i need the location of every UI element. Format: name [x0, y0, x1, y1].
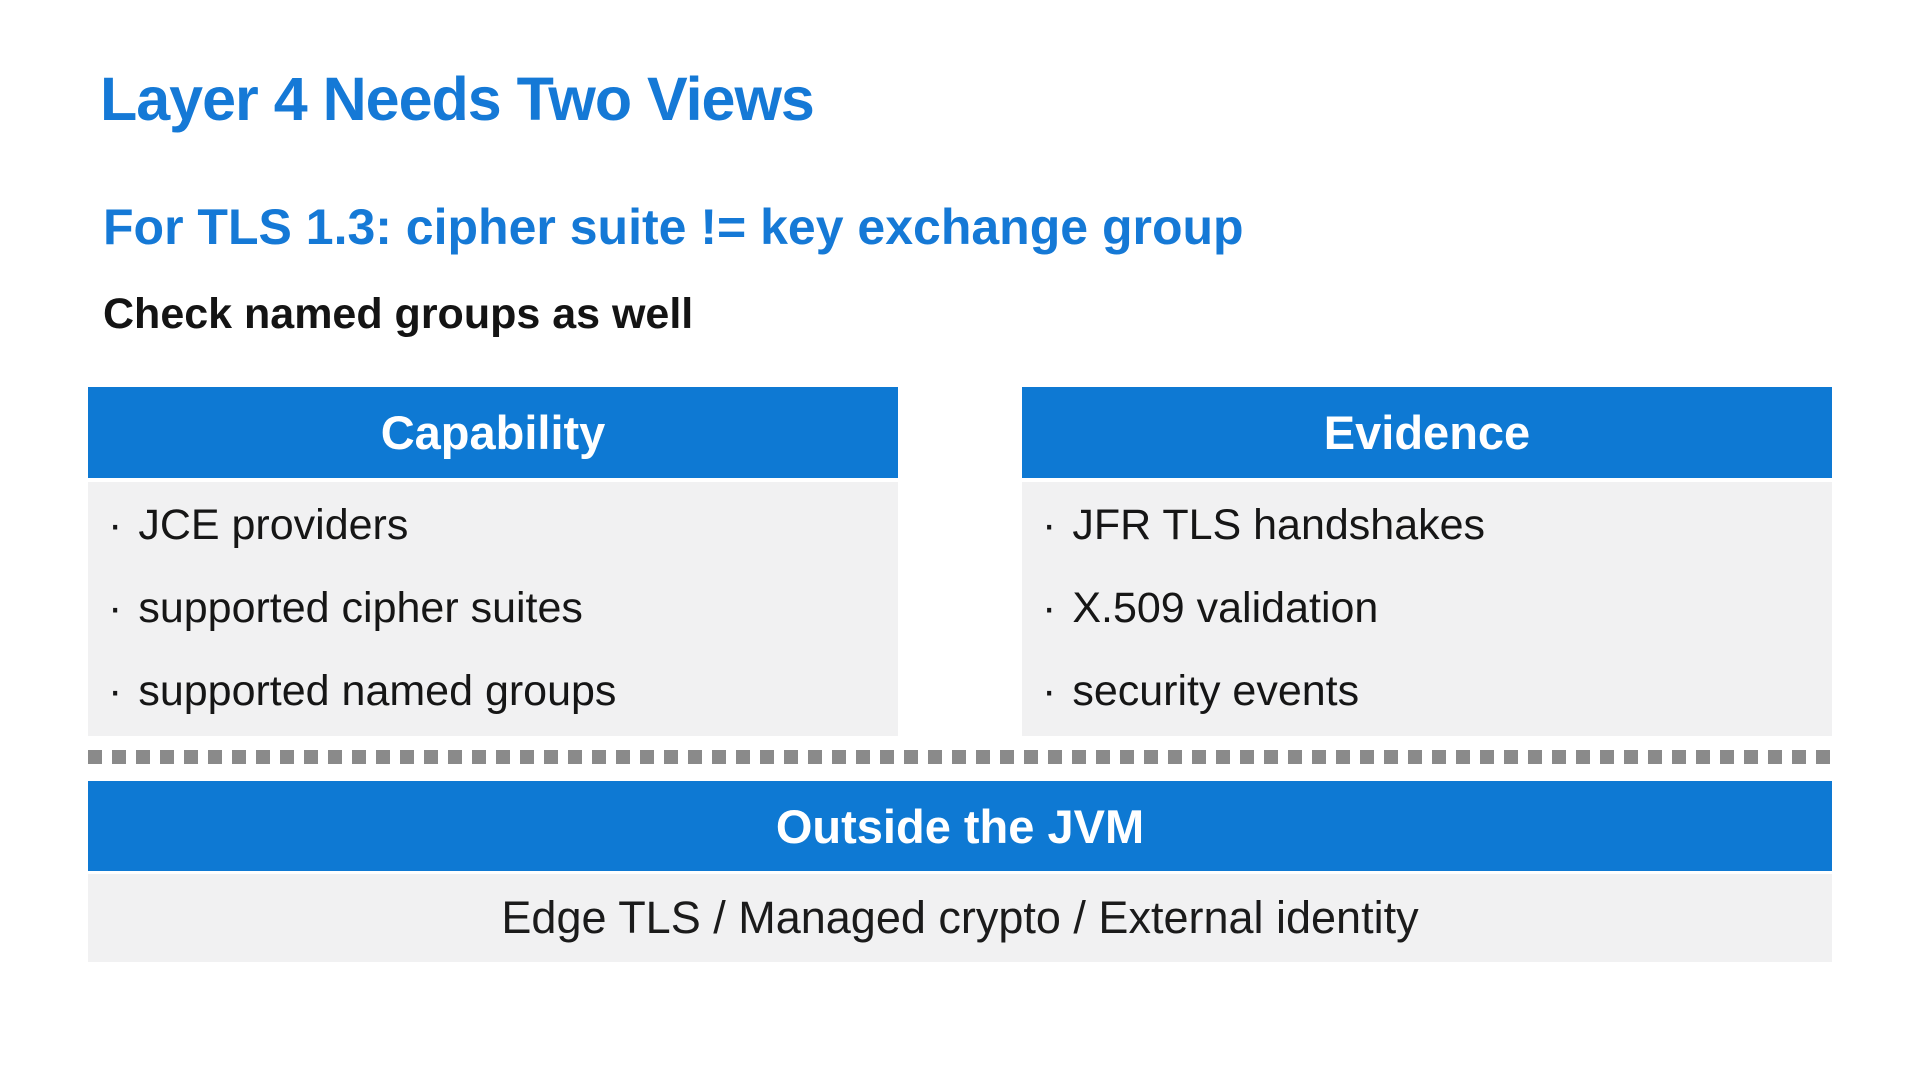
slide-note: Check named groups as well — [103, 290, 694, 338]
bullet-dot-icon: · — [108, 584, 123, 632]
two-views-columns: Capability · JCE providers · supported c… — [88, 387, 1832, 736]
list-item-label: X.509 validation — [1072, 584, 1379, 632]
list-item: · supported named groups — [88, 650, 898, 733]
list-item-label: JFR TLS handshakes — [1072, 501, 1486, 549]
bullet-dot-icon: · — [1042, 501, 1057, 549]
bullet-dot-icon: · — [108, 667, 123, 715]
list-item-label: supported named groups — [138, 667, 617, 715]
evidence-header: Evidence — [1022, 387, 1832, 478]
list-item: · JFR TLS handshakes — [1022, 484, 1832, 567]
list-item: · supported cipher suites — [88, 567, 898, 650]
list-item: · JCE providers — [88, 484, 898, 567]
list-item: · X.509 validation — [1022, 567, 1832, 650]
list-item-label: security events — [1072, 667, 1360, 715]
capability-list: · JCE providers · supported cipher suite… — [88, 482, 898, 736]
capability-header: Capability — [88, 387, 898, 478]
dashed-boundary-divider — [88, 750, 1834, 764]
outside-jvm-detail: Edge TLS / Managed crypto / External ide… — [88, 874, 1832, 962]
bullet-dot-icon: · — [1042, 667, 1057, 715]
list-item-label: JCE providers — [138, 501, 409, 549]
bullet-dot-icon: · — [1042, 584, 1057, 632]
capability-column: Capability · JCE providers · supported c… — [88, 387, 898, 736]
bullet-dot-icon: · — [108, 501, 123, 549]
slide-subtitle: For TLS 1.3: cipher suite != key exchang… — [103, 199, 1244, 255]
evidence-column: Evidence · JFR TLS handshakes · X.509 va… — [1022, 387, 1832, 736]
list-item: · security events — [1022, 650, 1832, 733]
page-title: Layer 4 Needs Two Views — [100, 65, 815, 133]
list-item-label: supported cipher suites — [138, 584, 583, 632]
evidence-list: · JFR TLS handshakes · X.509 validation … — [1022, 482, 1832, 736]
outside-jvm-banner: Outside the JVM — [88, 781, 1832, 871]
